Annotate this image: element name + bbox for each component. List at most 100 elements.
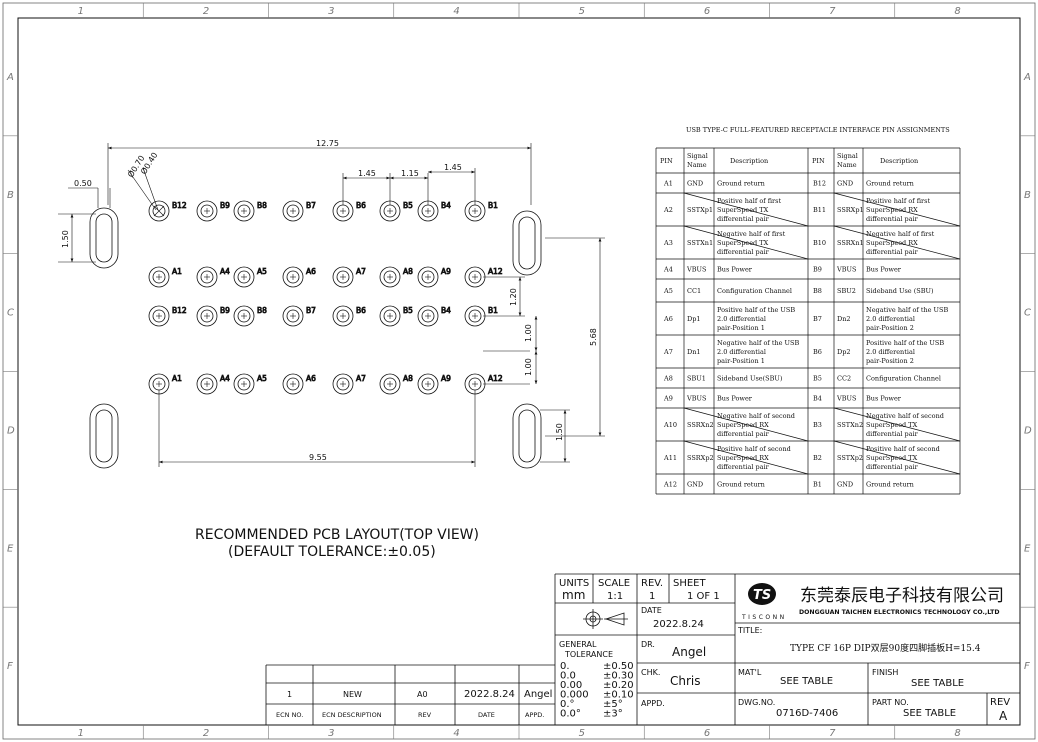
pin-label: B6 — [356, 306, 366, 315]
pin-table-cell: 2.0 differential — [866, 315, 915, 323]
pin-label: A6 — [306, 267, 316, 276]
pin-table-cell: B9 — [813, 266, 822, 274]
scale-value: 1:1 — [607, 591, 623, 602]
zone-col-top: 4 — [453, 6, 459, 17]
dr-label: DR. — [641, 640, 655, 649]
rev-block-value: A — [999, 709, 1008, 723]
pin-table-cell: A8 — [663, 375, 673, 383]
pcb-tolerance-note: (DEFAULT TOLERANCE:±0.05) — [228, 544, 436, 560]
pin-table-cell: SuperSpeed TX — [866, 421, 918, 429]
pin-table-cell: GND — [687, 481, 703, 489]
dwg-label: DWG.NO. — [738, 698, 775, 707]
pin-table-cell: SBU1 — [687, 375, 706, 383]
part-label: PART NO. — [872, 698, 909, 707]
pin-table-cell: Positive half of second — [866, 445, 940, 453]
pin-table-cell: VBUS — [836, 266, 856, 274]
matl-value: SEE TABLE — [780, 676, 833, 687]
pin-table-cell: B2 — [813, 454, 822, 462]
pin-hole — [282, 200, 304, 222]
projection-symbol-icon — [583, 609, 628, 629]
dim-overall-width: 12.75 — [316, 139, 339, 148]
scale-label: SCALE — [598, 578, 630, 589]
pin-table-cell: differential pair — [866, 248, 919, 256]
pin-table-cell: differential pair — [717, 430, 770, 438]
pin-table-cell: A10 — [663, 421, 677, 429]
pin-label: A9 — [441, 374, 451, 383]
pin-table-cell: Negative half of second — [866, 412, 944, 420]
pin-label: B8 — [257, 306, 267, 315]
pin-table-header: PIN — [660, 157, 673, 165]
pin-hole — [379, 373, 401, 395]
dim-slot-height-right: 1.50 — [555, 423, 564, 441]
appd-label: APPD. — [641, 699, 665, 708]
dim-slot-width: 0.50 — [74, 179, 92, 188]
general-tolerance-label-1: GENERAL — [559, 640, 597, 649]
slot-right-top — [512, 210, 542, 276]
pin-table-cell: differential pair — [717, 215, 770, 223]
pin-table-cell: Configuration Channel — [866, 375, 941, 383]
pin-table-cell: Negative half of the USB — [866, 306, 948, 314]
pin-table-cell: pair-Position 1 — [717, 357, 765, 365]
pin-label: B7 — [306, 306, 316, 315]
zone-row-right: B — [1024, 190, 1031, 201]
dim-slot-height: 1.50 — [61, 230, 70, 248]
pin-table-header: Name — [687, 161, 707, 169]
pin-hole — [233, 373, 255, 395]
pin-table-cell: B12 — [813, 180, 826, 188]
pin-hole — [196, 266, 218, 288]
pin-label: B4 — [441, 306, 451, 315]
pin-table-cell: Dn1 — [687, 348, 701, 356]
pin-label: B9 — [220, 201, 230, 210]
dim-row-gap-1: 1.20 — [509, 288, 518, 306]
pin-table-cell: VBUS — [836, 395, 856, 403]
pin-label: B12 — [172, 306, 187, 315]
pin-table-cell: differential pair — [866, 215, 919, 223]
pin-table-cell: SuperSpeed TX — [717, 239, 769, 247]
pin-label: B1 — [488, 306, 498, 315]
tolerance-precision: 0. — [560, 661, 570, 672]
pin-table-cell: pair-Position 1 — [717, 324, 765, 332]
pin-table-cell: 2.0 differential — [717, 315, 766, 323]
pin-table-header: Signal — [687, 152, 708, 160]
pin-table-cell: SSRXn2 — [687, 421, 714, 429]
pin-table-header: Name — [837, 161, 857, 169]
ecn-header-appd: APPD. — [525, 711, 544, 719]
pin-table-cell: Ground return — [866, 481, 914, 489]
zone-row-right: A — [1023, 72, 1031, 83]
pcb-title: RECOMMENDED PCB LAYOUT(TOP VIEW) — [195, 527, 479, 543]
pin-table-cell: A3 — [663, 239, 673, 247]
pin-table-cell: SSRXp1 — [837, 206, 864, 214]
pin-table-header: Description — [880, 157, 918, 165]
zone-row-left: A — [6, 72, 14, 83]
pin-table-title: USB TYPE-C FULL-FEATURED RECEPTACLE INTE… — [686, 126, 950, 134]
units-label: UNITS — [559, 578, 589, 589]
dim-row-gap-2: 1.00 — [524, 324, 533, 342]
zone-col-top: 3 — [328, 6, 334, 17]
slot-right-bottom — [512, 403, 542, 469]
pin-label: B9 — [220, 306, 230, 315]
pin-table-cell: 2.0 differential — [866, 348, 915, 356]
zone-col-bottom: 1 — [78, 728, 84, 739]
pin-label: B1 — [488, 201, 498, 210]
pin-hole — [417, 305, 439, 327]
chk-value: Chris — [670, 674, 701, 688]
dim-total-height: 5.68 — [589, 328, 598, 346]
ecn-no: 1 — [287, 690, 292, 699]
pin-label: A4 — [220, 267, 230, 276]
zone-row-left: F — [7, 661, 13, 672]
pin-table-cell: SuperSpeed RX — [717, 454, 769, 462]
pin-hole — [332, 266, 354, 288]
pin-table-cell: SSTXn2 — [837, 421, 863, 429]
tolerance-value: ±0.10 — [603, 690, 634, 701]
pin-table-cell: Negative half of second — [717, 412, 795, 420]
pin-hole — [148, 305, 170, 327]
ecn-header-date: DATE — [478, 711, 495, 719]
tolerance-value: ±3° — [603, 709, 623, 720]
tolerance-precision: 0.0 — [560, 671, 576, 682]
ecn-appd: Angel — [524, 689, 552, 700]
